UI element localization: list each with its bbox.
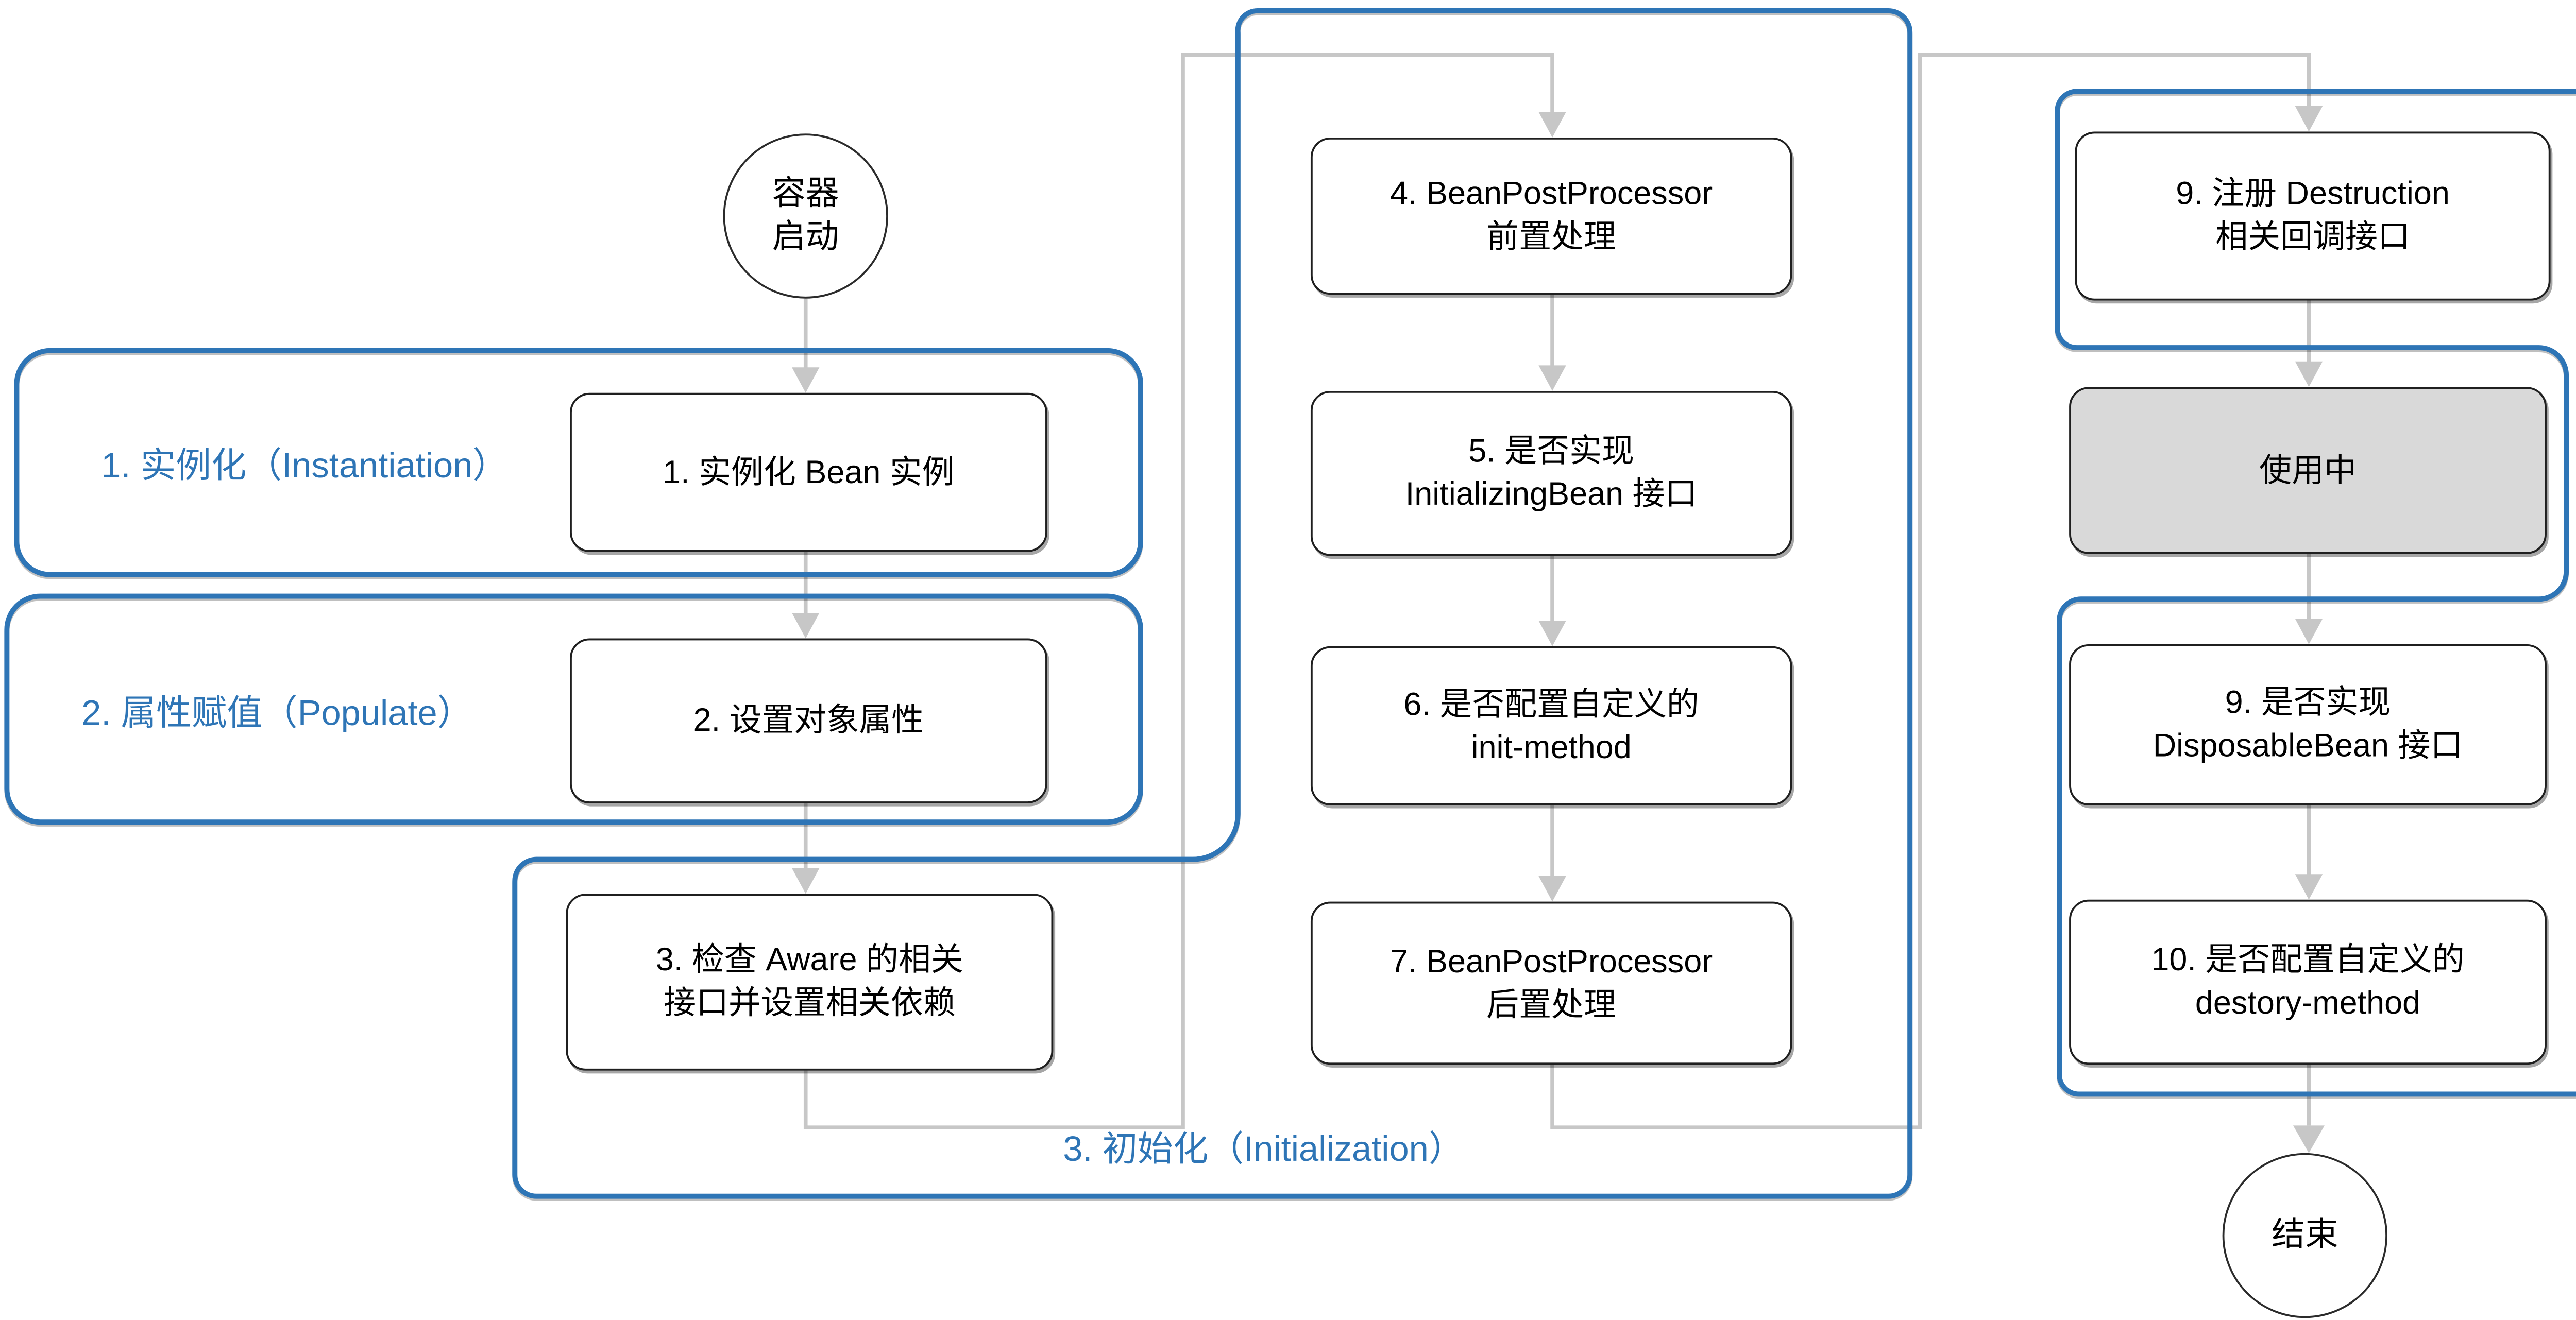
node-text: 7. BeanPostProcessor — [1390, 944, 1713, 980]
connector-step7-to-step9-register — [1550, 53, 2311, 1130]
node-text: 相关回调接口 — [2215, 220, 2410, 255]
node-text: 接口并设置相关依赖 — [664, 986, 956, 1022]
group-outline-instantiation — [14, 348, 1143, 577]
group-label-text: 1. 实例化（Instantiation） — [101, 445, 509, 486]
node-text: 10. 是否配置自定义的 — [2151, 942, 2465, 979]
end-node-label: 结束 — [2271, 1215, 2338, 1254]
start-node-label: 容器 — [772, 175, 839, 212]
node-step10-destory-method: 10. 是否配置自定义的 destory-method — [2069, 899, 2547, 1065]
arrowhead-icon — [792, 612, 820, 639]
arrowhead-icon — [2295, 106, 2323, 132]
connector-step3-to-step4 — [803, 53, 1554, 1130]
group-label-populate: 2. 属性赋值（Populate） — [36, 692, 519, 735]
node-text: 前置处理 — [1486, 220, 1617, 255]
node-text: 6. 是否配置自定义的 — [1403, 686, 1699, 722]
arrowhead-icon — [792, 868, 820, 894]
node-step9-disposablebean: 9. 是否实现 DisposableBean 接口 — [2069, 644, 2547, 805]
arrowhead-icon — [2295, 361, 2323, 387]
node-text: 2. 设置对象属性 — [693, 703, 924, 739]
node-text: 使用中 — [2259, 453, 2357, 488]
group-label-text: 3. 初始化（Initialization） — [1063, 1129, 1464, 1169]
arrowhead-icon — [1538, 112, 1566, 138]
start-node-label: 启动 — [772, 218, 839, 255]
node-in-use: 使用中 — [2069, 387, 2547, 554]
node-step3-check-aware: 3. 检查 Aware 的相关 接口并设置相关依赖 — [566, 894, 1054, 1071]
node-text: 5. 是否实现 — [1468, 434, 1634, 470]
arrowhead-icon — [1538, 621, 1566, 646]
arrowhead-icon — [2295, 874, 2323, 900]
node-text: 后置处理 — [1486, 987, 1617, 1023]
node-step4-beanpostprocessor-before: 4. BeanPostProcessor 前置处理 — [1310, 137, 1792, 295]
node-text: 1. 实例化 Bean 实例 — [663, 454, 955, 490]
node-text: init-method — [1471, 729, 1632, 765]
start-node: 容器 启动 — [723, 133, 888, 299]
node-step6-init-method: 6. 是否配置自定义的 init-method — [1310, 646, 1792, 805]
group-outline-destruction — [2055, 89, 2576, 1097]
node-step5-initializingbean: 5. 是否实现 InitializingBean 接口 — [1310, 390, 1792, 556]
end-node: 结束 — [2222, 1153, 2388, 1318]
node-text: 3. 检查 Aware 的相关 — [655, 942, 963, 979]
node-text: destory-method — [2195, 986, 2421, 1022]
node-text: 9. 是否实现 — [2225, 685, 2391, 721]
arrowhead-icon — [1538, 365, 1566, 391]
node-text: DisposableBean 接口 — [2153, 728, 2463, 764]
group-label-instantiation: 1. 实例化（Instantiation） — [36, 444, 574, 487]
arrowhead-icon — [792, 367, 820, 393]
node-text: 4. BeanPostProcessor — [1390, 177, 1713, 212]
node-step9-register-destruction: 9. 注册 Destruction 相关回调接口 — [2075, 131, 2551, 301]
node-step2-set-properties: 2. 设置对象属性 — [570, 638, 1047, 803]
arrowhead-icon — [2293, 1125, 2325, 1153]
node-step7-beanpostprocessor-after: 7. BeanPostProcessor 后置处理 — [1310, 901, 1792, 1065]
node-step1-instantiate-bean: 1. 实例化 Bean 实例 — [570, 392, 1047, 552]
group-label-initialization: 3. 初始化（Initialization） — [1014, 1127, 1513, 1171]
arrowhead-icon — [1538, 876, 1566, 902]
node-text: 9. 注册 Destruction — [2176, 177, 2450, 212]
group-outline-initialization — [512, 8, 1913, 1199]
group-label-text: 2. 属性赋值（Populate） — [81, 693, 473, 733]
node-text: InitializingBean 接口 — [1405, 477, 1698, 513]
group-outline-populate — [4, 593, 1143, 825]
arrowhead-icon — [2295, 619, 2323, 644]
